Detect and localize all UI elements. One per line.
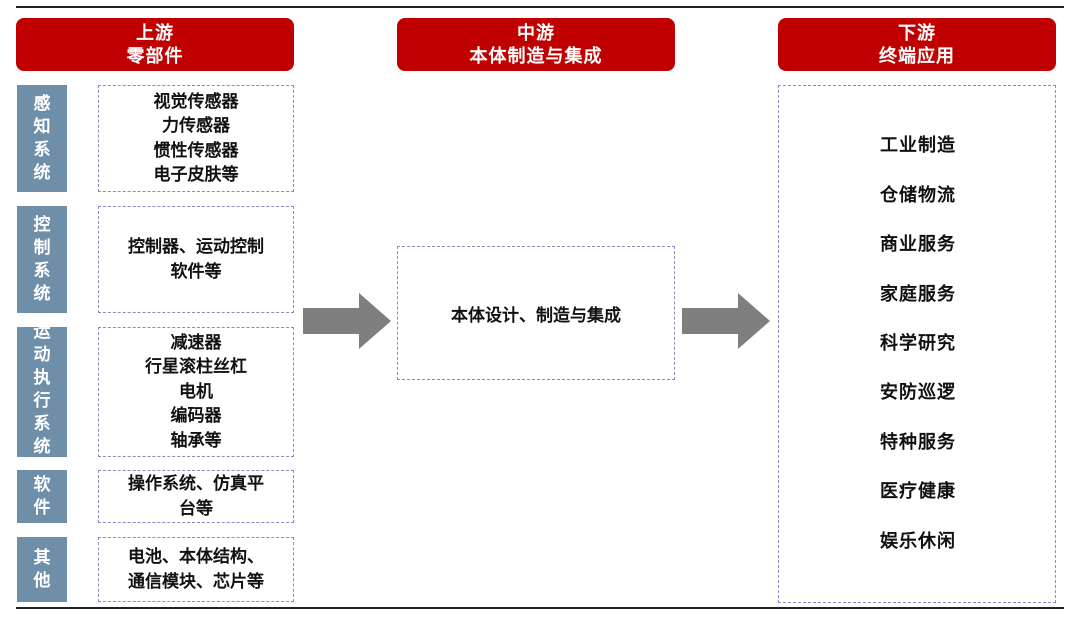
arrow-right-icon: [682, 293, 770, 349]
component-item: 操作系统、仿真平: [128, 474, 264, 494]
application-item: 科学研究: [880, 333, 956, 354]
components-motion-execution-system: 减速器 行星滚柱丝杠 电机 编码器 轴承等: [98, 327, 294, 457]
category-control-system: 控制系统: [17, 206, 67, 313]
application-item: 仓储物流: [880, 185, 956, 206]
component-item: 电机: [179, 381, 213, 402]
application-item: 医疗健康: [880, 481, 956, 502]
application-item: 工业制造: [880, 135, 956, 156]
category-motion-execution-system: 运动执行系统: [17, 327, 67, 457]
midstream-header-line1: 中游: [517, 22, 555, 44]
midstream-header: 中游 本体制造与集成: [397, 18, 675, 71]
component-item: 电池、本体结构、: [128, 547, 264, 567]
bottom-rule: [16, 607, 1064, 609]
component-item: 轴承等: [170, 430, 222, 451]
component-item: 减速器: [170, 332, 222, 353]
downstream-header: 下游 终端应用: [778, 18, 1056, 71]
components-control-system: 控制器、运动控制 软件等: [98, 206, 294, 313]
component-item: 惯性传感器: [153, 140, 239, 161]
category-other: 其他: [17, 537, 67, 602]
upstream-header: 上游 零部件: [16, 18, 294, 71]
category-software: 软件: [17, 470, 67, 523]
component-item: 行星滚柱丝杠: [145, 357, 247, 378]
category-perception-system: 感知系统: [17, 85, 67, 192]
application-item: 商业服务: [880, 234, 956, 255]
midstream-box: 本体设计、制造与集成: [397, 246, 675, 380]
downstream-header-line2: 终端应用: [879, 45, 955, 67]
midstream-header-line2: 本体制造与集成: [469, 45, 603, 67]
component-item: 力传感器: [162, 116, 230, 136]
component-item: 软件等: [170, 261, 222, 282]
application-item: 安防巡逻: [880, 382, 956, 403]
downstream-header-line1: 下游: [898, 22, 936, 44]
components-other: 电池、本体结构、 通信模块、芯片等: [98, 537, 294, 602]
top-rule: [16, 6, 1064, 8]
components-software: 操作系统、仿真平 台等: [98, 470, 294, 523]
component-item: 控制器、运动控制: [128, 237, 264, 257]
category-label: 感知系统: [33, 93, 51, 183]
component-item: 台等: [179, 498, 213, 519]
component-item: 电子皮肤等: [153, 165, 239, 185]
arrow-right-icon: [303, 293, 391, 349]
downstream-box: 工业制造 仓储物流 商业服务 家庭服务 科学研究 安防巡逻 特种服务 医疗健康 …: [778, 85, 1056, 603]
component-item: 视觉传感器: [153, 91, 239, 112]
category-label: 软件: [33, 474, 51, 518]
upstream-header-line2: 零部件: [126, 45, 184, 67]
category-label: 控制系统: [33, 214, 51, 304]
application-item: 特种服务: [880, 432, 956, 453]
upstream-header-line1: 上游: [136, 22, 174, 44]
midstream-text: 本体设计、制造与集成: [451, 305, 621, 326]
category-label: 运动执行系统: [33, 327, 51, 457]
component-item: 通信模块、芯片等: [128, 571, 264, 592]
application-item: 娱乐休闲: [880, 531, 956, 552]
components-perception-system: 视觉传感器 力传感器 惯性传感器 电子皮肤等: [98, 85, 294, 192]
component-item: 编码器: [170, 406, 222, 427]
category-label: 其他: [33, 547, 51, 591]
application-item: 家庭服务: [880, 284, 956, 305]
